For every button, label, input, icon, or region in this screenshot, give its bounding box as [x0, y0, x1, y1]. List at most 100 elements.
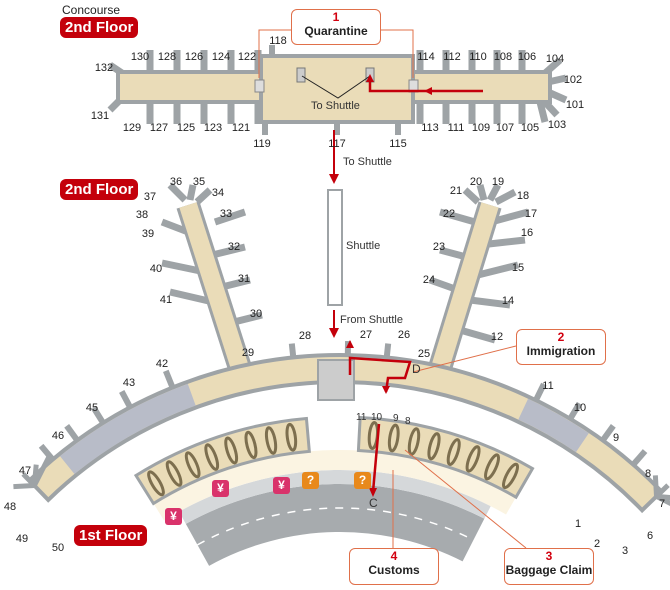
baggage-carousel: [147, 470, 165, 497]
baggage-carousel: [224, 436, 239, 465]
gate-label-123: 123: [204, 122, 222, 134]
gate-label-3: 3: [622, 545, 628, 557]
jet-bridge: [163, 369, 176, 389]
gate-label-48: 48: [4, 501, 16, 513]
gate-label-37: 37: [144, 191, 156, 203]
baggage-carousel: [427, 432, 441, 461]
gray-zone: [59, 383, 196, 475]
gate-label-29: 29: [242, 347, 254, 359]
quarantine-booth: [254, 79, 265, 93]
gate-label-22: 22: [443, 208, 455, 220]
from-shuttle-label: From Shuttle: [340, 314, 403, 326]
jet-bridge: [194, 187, 213, 205]
gate-label-7: 7: [659, 498, 665, 510]
arrow-head-icon: [369, 488, 377, 497]
customs-route: [371, 423, 381, 493]
gate-label-42: 42: [156, 358, 168, 370]
callout-leader-line: [379, 29, 414, 78]
gate-label-39: 39: [142, 228, 154, 240]
jet-bridge: [477, 261, 519, 279]
baggage-carousel: [264, 426, 278, 455]
carousel-10-label: 10: [371, 412, 383, 423]
arrow-head-icon: [382, 386, 390, 394]
baggage-carousel: [465, 445, 481, 473]
gate-label-33: 33: [220, 208, 232, 220]
carousel-11-label: 11: [356, 412, 367, 423]
arrow-head-icon: [424, 87, 432, 95]
gate-label-31: 31: [238, 273, 250, 285]
jet-bridge: [567, 401, 583, 421]
carousel-9-label: 9: [393, 413, 399, 424]
gate-label-115: 115: [389, 138, 407, 150]
gate-label-131: 131: [91, 110, 109, 122]
gate-label-32: 32: [228, 241, 240, 253]
jet-bridge: [186, 184, 197, 201]
east-pier: [431, 202, 499, 371]
shuttle-leader-line: [301, 75, 371, 99]
to-shuttle-concourse-label: To Shuttle: [311, 100, 360, 112]
jet-bridge: [167, 182, 188, 203]
jet-bridge: [439, 208, 476, 226]
callout-leader-line: [404, 449, 527, 549]
callout-customs: 4 Customs: [349, 548, 439, 585]
callout-baggage-claim: 3 Baggage Claim: [504, 548, 594, 585]
callout-label: Quarantine: [304, 24, 368, 38]
gate-label-43: 43: [123, 377, 135, 389]
arrow-head-icon: [366, 74, 374, 82]
gate-label-104: 104: [546, 53, 564, 65]
gate-label-110: 110: [469, 51, 487, 63]
concourse-west-wing: [116, 70, 265, 104]
gate-label-23: 23: [433, 241, 445, 253]
jet-bridge: [459, 326, 496, 344]
baggage-carousel: [387, 423, 400, 453]
arrow-head-icon: [329, 328, 339, 338]
gate-label-132: 132: [95, 62, 113, 74]
gate-label-16: 16: [521, 227, 533, 239]
jet-bridge: [119, 390, 133, 409]
gate-label-105: 105: [521, 122, 539, 134]
gate-label-45: 45: [86, 402, 98, 414]
gate-label-49: 49: [16, 533, 28, 545]
gate-label-108: 108: [494, 51, 512, 63]
gate-label-114: 114: [417, 51, 435, 63]
road-lane-marking: [197, 507, 474, 546]
gate-label-12: 12: [491, 331, 503, 343]
gate-label-8: 8: [645, 468, 651, 480]
gate-label-10: 10: [574, 402, 586, 414]
jet-bridge: [64, 424, 80, 443]
gate-label-130: 130: [131, 51, 149, 63]
shuttle-track: [327, 189, 343, 306]
jet-bridge: [213, 208, 247, 226]
gate-label-117: 117: [328, 138, 346, 150]
jet-bridge: [476, 184, 488, 201]
gate-label-27: 27: [360, 329, 372, 341]
carousel-8-label: 8: [405, 416, 411, 427]
main-floor1-badge: 1st Floor: [74, 525, 148, 546]
gate-label-113: 113: [421, 122, 439, 134]
gate-label-128: 128: [158, 51, 176, 63]
gray-zone: [518, 398, 589, 453]
concourse-central-hall: [259, 54, 415, 124]
baggage-carousel: [184, 451, 201, 479]
baggage-carousel: [407, 427, 421, 456]
west-pier: [179, 202, 249, 371]
jet-bridge: [469, 296, 511, 309]
gate-label-50: 50: [52, 542, 64, 554]
arrow-head-icon: [346, 340, 354, 348]
arrivals-lobby: [153, 450, 516, 521]
jet-bridge: [13, 482, 35, 490]
central-connector: [317, 359, 355, 401]
point-d-label: D: [412, 362, 421, 376]
gate-label-47: 47: [19, 465, 31, 477]
jet-bridge: [32, 454, 52, 487]
callout-number: 4: [390, 549, 398, 563]
arrow-head-icon: [329, 174, 339, 184]
gate-label-1: 1: [575, 518, 581, 530]
baggage-carousel: [484, 453, 501, 481]
baggage-carousel: [204, 443, 220, 471]
gate-label-40: 40: [150, 263, 162, 275]
gate-label-126: 126: [185, 51, 203, 63]
jet-bridge: [600, 424, 616, 443]
gate-label-112: 112: [443, 51, 461, 63]
